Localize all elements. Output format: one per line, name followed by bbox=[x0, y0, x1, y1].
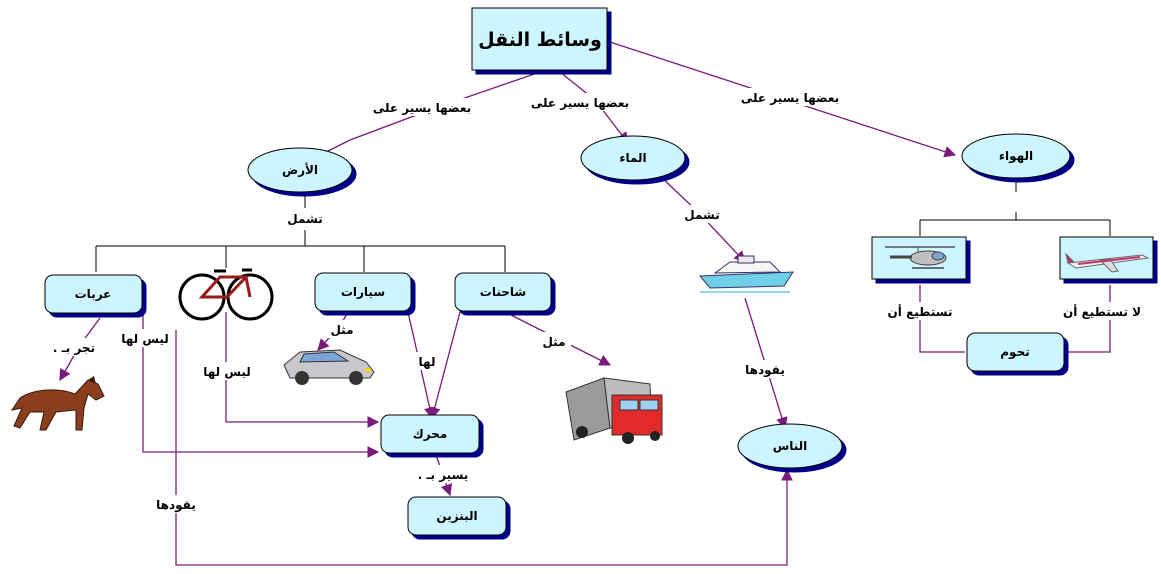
car-icon bbox=[283, 349, 375, 385]
tree-lines bbox=[95, 180, 1111, 272]
edge-label-pulled: تجر بـ . bbox=[53, 341, 95, 355]
edge-label-ship-driven: يقودها bbox=[745, 363, 785, 378]
people-label: الناس bbox=[773, 439, 808, 453]
edge-label-carts-not: ليس لها bbox=[121, 332, 168, 346]
trucks-node bbox=[454, 272, 552, 312]
bicycle-icon bbox=[178, 268, 274, 321]
water-node bbox=[580, 135, 686, 181]
land-node bbox=[247, 147, 353, 193]
edge-title-land bbox=[308, 71, 541, 161]
helicopter-icon bbox=[885, 246, 955, 269]
edge-bike-people bbox=[175, 330, 793, 566]
edge-label-have: لها bbox=[419, 355, 436, 369]
gasoline-label: البنزين bbox=[436, 509, 477, 523]
edge-label-water: بعضها يسير على bbox=[531, 96, 629, 110]
edge-label-runs: يسير بـ . bbox=[418, 468, 469, 482]
edge-label-not-can: لا تستطيع أن bbox=[1063, 304, 1141, 319]
edge-labels: بعضها يسير على بعضها يسير على بعضها يسير… bbox=[48, 88, 1144, 513]
cars-node bbox=[314, 272, 412, 312]
edge-label-land: بعضها يسير على bbox=[373, 101, 471, 115]
edge-label-air: بعضها يسير على bbox=[741, 91, 839, 105]
plane-icon bbox=[1065, 252, 1150, 273]
edge-label-cars-example: مثل bbox=[330, 323, 353, 337]
edge-label-bike-not: ليس لها bbox=[203, 365, 250, 379]
land-label: الأرض bbox=[282, 162, 318, 177]
carts-node bbox=[44, 274, 143, 314]
trucks-label: شاحنات bbox=[480, 285, 526, 299]
water-label: الماء bbox=[619, 151, 646, 165]
edge-bike-engine bbox=[225, 312, 380, 428]
carts-label: عربات bbox=[75, 287, 112, 301]
title-label: وسائط النقل bbox=[478, 29, 602, 51]
edge-label-can: تستطيع أن bbox=[888, 304, 953, 319]
air-node bbox=[961, 133, 1071, 179]
cars-label: سيارات bbox=[341, 285, 385, 299]
edge-label-bike-driven: يقودها bbox=[156, 498, 196, 513]
truck-icon bbox=[565, 377, 663, 444]
hover-label: تحوم bbox=[1000, 345, 1029, 360]
edge-carts-engine bbox=[142, 315, 380, 458]
edge-label-land-includes: تشمل bbox=[287, 212, 322, 226]
people-node bbox=[737, 423, 843, 469]
gasoline-node bbox=[407, 496, 507, 536]
ship-icon bbox=[698, 255, 794, 293]
engine-label: محرك bbox=[413, 427, 448, 441]
edge-trucks-engine bbox=[429, 311, 461, 420]
engine-node bbox=[380, 414, 480, 454]
edge-label-water-includes: تشمل bbox=[684, 208, 719, 222]
edge-label-trucks-example: مثل bbox=[542, 335, 565, 349]
hover-node bbox=[966, 332, 1065, 372]
air-label: الهواء bbox=[999, 149, 1033, 164]
title-node bbox=[471, 7, 608, 71]
horse-icon bbox=[10, 376, 105, 431]
